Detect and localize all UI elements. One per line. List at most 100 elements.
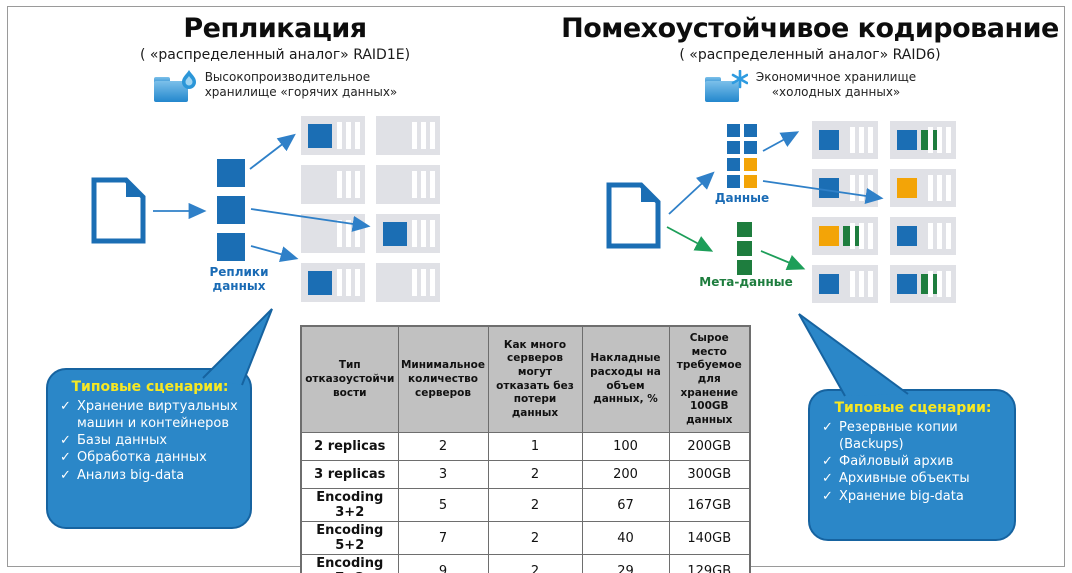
value-cell: 2: [397, 432, 489, 462]
server-rack: [376, 165, 440, 204]
rack-vents: [850, 175, 873, 201]
vent-slot: [868, 175, 873, 201]
scenario-text: Базы данных: [77, 433, 168, 449]
server-rack: [301, 165, 365, 204]
scenario-text: Файловый архив: [839, 454, 954, 470]
server-rack: [890, 265, 956, 303]
value-cell: 7: [397, 521, 489, 556]
rack-vents: [928, 175, 951, 201]
vent-slot: [850, 271, 855, 297]
rack-vents: [337, 171, 360, 198]
rack-vents: [850, 127, 873, 153]
vent-slot: [850, 223, 855, 249]
vent-slot: [850, 127, 855, 153]
vent-slot: [421, 171, 426, 198]
stored-block: [897, 130, 917, 150]
left-panel-header: Репликация ( «распределенный аналог» RAI…: [30, 14, 520, 104]
left-storage-caption: Высокопроизводительное хранилище «горячи…: [30, 69, 520, 104]
server-rack: [301, 116, 365, 155]
rack-vents: [850, 271, 873, 297]
vent-slot: [946, 271, 951, 297]
data-fragment: [727, 141, 740, 154]
vent-slot: [946, 175, 951, 201]
server-rack: [812, 217, 878, 255]
list-item: ✓ Файловый архив: [822, 453, 1004, 470]
row-label-cell: 3 replicas: [300, 460, 399, 490]
meta-block: [737, 260, 752, 275]
check-icon: ✓: [822, 471, 833, 487]
vent-slot: [421, 220, 426, 247]
vent-slot: [928, 127, 933, 153]
vent-slot: [850, 175, 855, 201]
vent-slot: [937, 127, 942, 153]
right-storage-line1: Экономичное хранилище: [755, 69, 917, 84]
vent-slot: [430, 220, 435, 247]
list-item: ✓ Хранение big-data: [822, 488, 1004, 505]
server-rack: [890, 121, 956, 159]
value-cell: 2: [487, 460, 583, 490]
value-cell: 29: [581, 554, 670, 573]
vent-slot: [355, 220, 360, 247]
value-cell: 2: [487, 521, 583, 556]
left-panel-title: Репликация: [183, 13, 367, 44]
stored-block: [308, 270, 332, 295]
value-cell: 100: [581, 432, 670, 462]
vent-slot: [337, 269, 342, 296]
stored-block: [897, 178, 917, 198]
list-item: ✓ Хранение виртуальных машин и контейнер…: [60, 398, 240, 432]
vent-slot: [937, 271, 942, 297]
right-panel-title: Помехоустойчивое кодирование: [561, 13, 1059, 44]
right-bubble-title: Типовые сценарии:: [834, 400, 992, 416]
value-cell: 200GB: [668, 432, 751, 462]
vent-slot: [346, 122, 351, 149]
left-storage-line1: Высокопроизводительное: [204, 69, 371, 84]
left-scenarios-bubble: Типовые сценарии: ✓ Хранение виртуальных…: [46, 368, 252, 529]
vent-slot: [928, 271, 933, 297]
server-rack: [812, 169, 878, 207]
server-rack: [812, 265, 878, 303]
data-fragment: [744, 158, 757, 171]
rack-vents: [412, 171, 435, 198]
stored-block: [897, 226, 917, 246]
row-label-cell: Encoding 7+2: [300, 554, 399, 573]
meta-data-label: Мета-данные: [699, 275, 793, 289]
document-icon: [606, 182, 661, 249]
vent-slot: [355, 171, 360, 198]
meta-block: [737, 222, 752, 237]
vent-slot: [421, 122, 426, 149]
meta-chips: [737, 222, 752, 275]
document-icon: [91, 177, 146, 244]
list-item: ✓ Архивные объекты: [822, 470, 1004, 487]
stored-block: [819, 130, 839, 150]
data-label: Данные: [714, 191, 770, 205]
rack-vents: [928, 271, 951, 297]
server-rack: [890, 217, 956, 255]
vent-slot: [928, 223, 933, 249]
scenario-text: Хранение виртуальных машин и контейнеров: [77, 399, 238, 432]
row-label-cell: 2 replicas: [300, 432, 399, 462]
check-icon: ✓: [60, 399, 71, 414]
value-cell: 67: [581, 488, 670, 523]
rack-vents: [412, 269, 435, 296]
vent-slot: [868, 127, 873, 153]
vent-slot: [346, 171, 351, 198]
value-cell: 300GB: [668, 460, 751, 490]
column-header: Сырое место требуемое для хранение 100GB…: [668, 325, 751, 434]
value-cell: 2: [487, 554, 583, 573]
meta-block: [737, 241, 752, 256]
stored-block: [383, 221, 407, 246]
column-header: Минимальное количество серверов: [397, 325, 489, 434]
vent-slot: [937, 223, 942, 249]
vent-slot: [868, 223, 873, 249]
server-rack: [890, 169, 956, 207]
data-fragment: [744, 141, 757, 154]
check-icon: ✓: [60, 450, 71, 466]
list-item: ✓ Обработка данных: [60, 449, 240, 466]
scenario-text: Архивные объекты: [839, 471, 970, 487]
server-rack: [301, 263, 365, 302]
row-label-cell: Encoding 3+2: [300, 488, 399, 523]
data-block: [217, 196, 245, 224]
